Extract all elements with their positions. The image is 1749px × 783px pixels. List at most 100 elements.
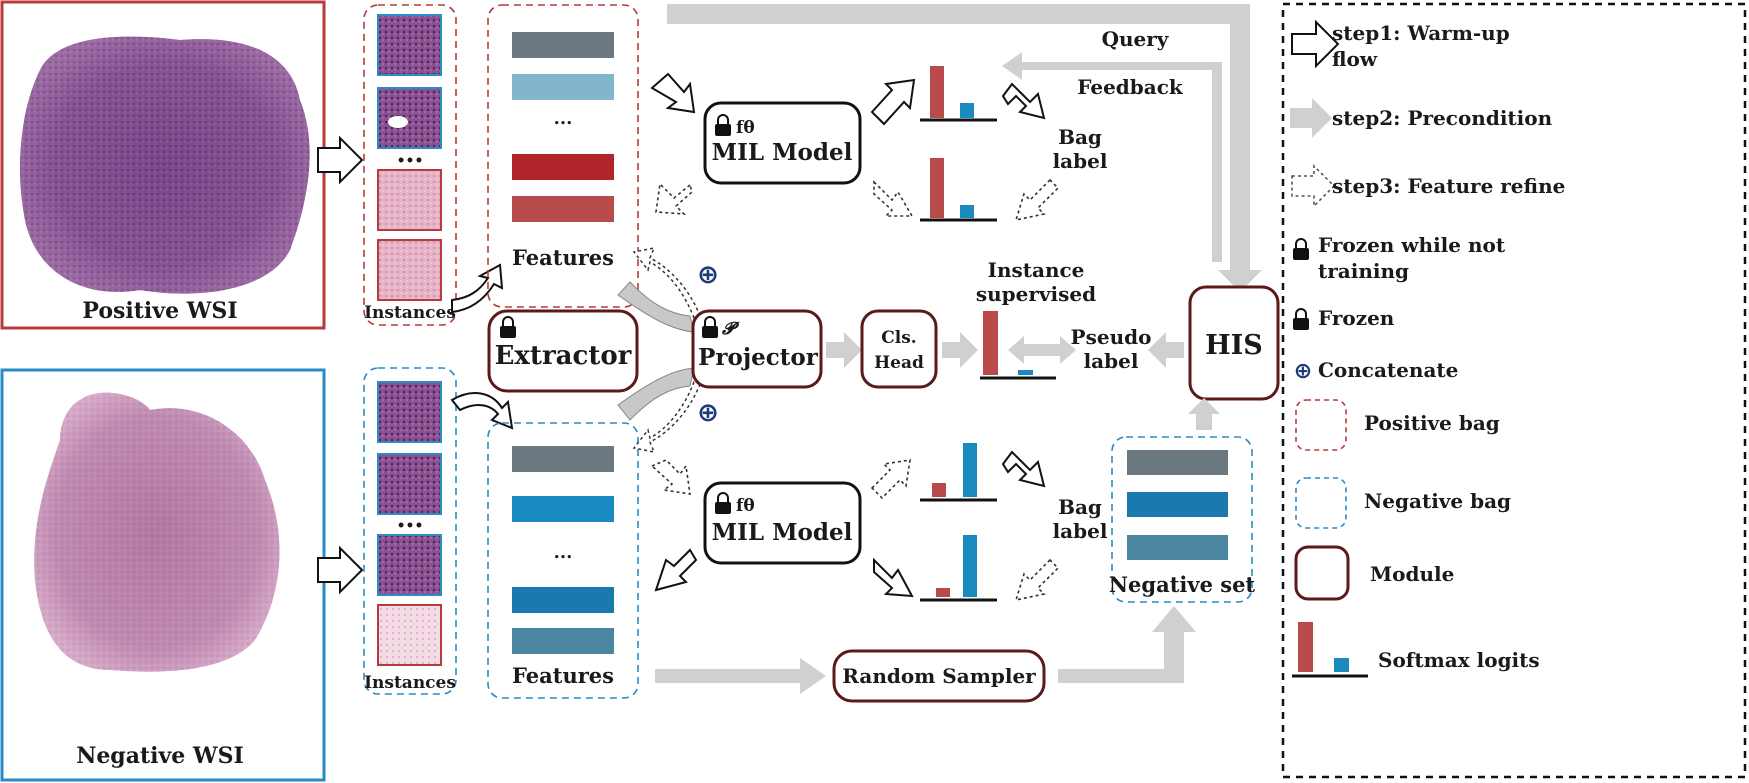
mil-bottom-ftheta: fθ [736, 496, 755, 516]
instance-tile [377, 239, 442, 301]
positive-wsi-overlay [20, 36, 310, 294]
instance-tile [377, 534, 442, 596]
precondition-arrow-proj-to-cls [826, 332, 862, 368]
negative-set-bag [1111, 436, 1253, 603]
feature-bar [512, 32, 614, 58]
feature-bar [512, 74, 614, 100]
random-sampler-label: Random Sampler [842, 664, 1036, 688]
instance-tile [377, 14, 442, 76]
legend-positive-bag: Positive bag [1364, 411, 1500, 435]
legend-warmup-arrow-icon [1291, 19, 1340, 69]
instance-supervised-l1: Instance [988, 258, 1085, 282]
logit-bar-blue [1018, 370, 1033, 375]
mil-top-ftheta: fθ [736, 118, 755, 138]
feature-bar [512, 446, 614, 472]
legend-precondition-arrow-icon [1290, 98, 1332, 138]
cls-head-module[interactable] [860, 309, 938, 389]
instance-tile [377, 453, 442, 515]
feature-bar [512, 154, 614, 180]
neg-instances-label: Instances [364, 673, 456, 693]
logit-bar-red [936, 588, 950, 597]
mil-bottom-label: MIL Model [712, 519, 853, 546]
instance-tile [377, 604, 442, 666]
mil-model-top[interactable] [703, 101, 862, 185]
feature-bar [512, 628, 614, 654]
projector-label: Projector [698, 344, 819, 371]
precondition-arrow-his-to-pseudo [1148, 332, 1184, 368]
legend-positive-bag-icon [1295, 399, 1347, 451]
legend-box [1281, 2, 1747, 779]
his-module[interactable] [1188, 285, 1280, 401]
positive-instance-bag [363, 4, 457, 326]
curve-arrow-pos-to-extractor [451, 263, 504, 314]
precondition-arrow-sampler-to-negset [1058, 606, 1196, 683]
warmup-arrow-neg-wsi [317, 545, 364, 595]
bag-label-top-l1: Bag [1058, 125, 1102, 149]
concat-flow-lower [617, 367, 695, 421]
legend-module-icon [1294, 545, 1350, 601]
mil-model-bottom[interactable] [703, 481, 862, 565]
legend-lock-open-icon [1293, 238, 1309, 260]
logit-bar-blue [963, 443, 977, 497]
mil-top-label: MIL Model [712, 139, 853, 166]
extractor-label: Extractor [495, 341, 632, 371]
legend-softmax-logits: Softmax logits [1378, 648, 1540, 672]
logit-bar-blue [963, 535, 977, 597]
logit-bar-blue [960, 205, 974, 218]
logit-bar-red [983, 311, 998, 375]
logit-bar-red [932, 483, 946, 497]
instance-tile [377, 381, 442, 443]
instance-supervised-l2: supervised [976, 282, 1096, 306]
refine-curve-to-features-top [632, 246, 701, 319]
logit-bar-red [930, 66, 944, 118]
feature-bar [1127, 492, 1228, 517]
legend-refine-arrow-icon [1291, 164, 1336, 208]
feature-bar [512, 196, 614, 222]
neg-features-label: Features [512, 663, 614, 688]
refine-arrow-mil-to-feat-top [655, 182, 693, 215]
legend-concatenate: Concatenate [1318, 358, 1458, 382]
refine-arrow-mil-to-logit-bottom [870, 459, 911, 500]
concat-icon-top: ⊕ [697, 260, 719, 290]
extractor-module[interactable] [487, 309, 639, 393]
refine-arrow-bag-bottom [1014, 558, 1060, 602]
legend-logit-red [1298, 622, 1313, 672]
legend-negative-bag: Negative bag [1364, 489, 1511, 513]
warmup-arrow-mil-to-feat-bottom [654, 548, 698, 592]
warmup-double-arrow-bag-top [1001, 82, 1046, 120]
negative-instance-bag [363, 367, 457, 695]
warmup-arrow-mil-to-logit-top [870, 78, 916, 126]
instance-tile [377, 169, 442, 231]
negative-set-label: Negative set [1109, 572, 1256, 597]
legend-logit-blue [1334, 658, 1349, 672]
feature-bar [512, 496, 614, 522]
negative-wsi-overlay [34, 392, 280, 672]
legend-concat-icon: ⊕ [1294, 359, 1312, 384]
instance-tile-vessel [388, 116, 408, 128]
legend-step1-l2: flow [1332, 47, 1378, 71]
pos-features-label: Features [512, 245, 614, 270]
lock-icon [715, 492, 731, 514]
feedback-label: Feedback [1077, 75, 1184, 99]
pseudo-double-arrow [1008, 336, 1076, 364]
legend-module: Module [1370, 562, 1454, 586]
warmup-double-arrow-bag-bottom [1001, 450, 1046, 488]
query-label: Query [1102, 27, 1170, 51]
pos-features-ellipsis: ... [554, 108, 573, 129]
precondition-arrow-cls-to-logit [942, 332, 978, 368]
warmup-arrow-feat-to-mil-top [650, 72, 696, 114]
lock-icon [500, 316, 516, 338]
negative-wsi-label: Negative WSI [76, 743, 244, 769]
pseudo-label-l2: label [1084, 349, 1139, 373]
concat-icon-bottom: ⊕ [697, 398, 719, 428]
random-sampler-module[interactable] [832, 649, 1046, 703]
projector-module[interactable] [691, 309, 823, 389]
warmup-arrow-pos-wsi [317, 135, 364, 185]
refine-curve-to-features-bottom [632, 381, 701, 454]
instance-tile [377, 87, 442, 149]
feature-bar [1127, 450, 1228, 475]
legend-frozen-not-training-l2: training [1318, 259, 1409, 283]
logit-bar-red [930, 158, 944, 218]
legend-lock-icon [1293, 308, 1309, 330]
bag-label-top-l2: label [1053, 149, 1108, 173]
